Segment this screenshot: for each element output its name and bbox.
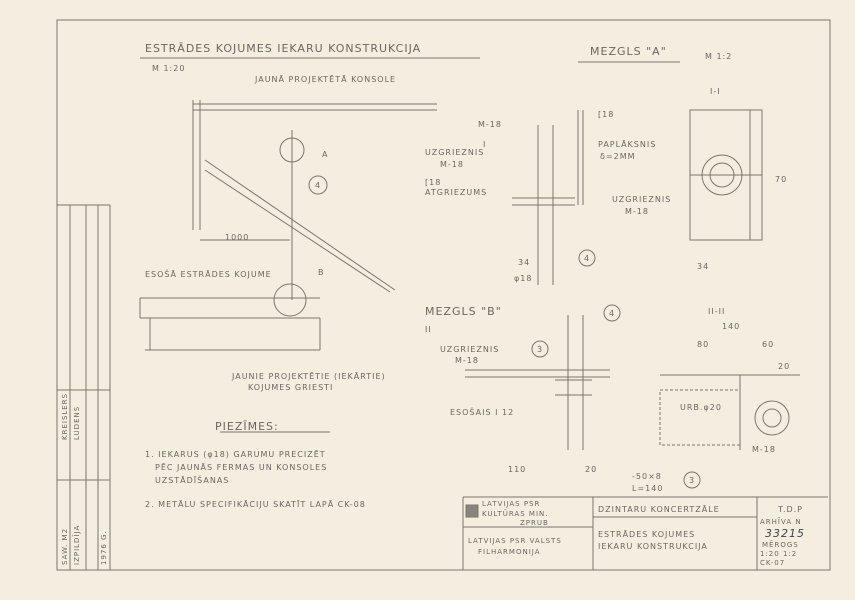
client-1: LATVIJAS PSR VALSTS: [468, 537, 562, 545]
node-b-title: MEZGLS "B": [425, 305, 502, 318]
dim-1000: 1000: [225, 233, 250, 242]
side-name-2: LUDENS: [73, 405, 81, 440]
side-name-1: KREISLERS: [61, 392, 69, 440]
nut-label: UZGRIEZNIS: [425, 148, 485, 157]
note-1: 1. IEKARUS (φ18) GARUMU PRECIZĒT: [145, 450, 326, 459]
circle-4-a: 4: [584, 254, 591, 263]
washer-thickness: δ=2MM: [600, 152, 636, 161]
node-a-title: MEZGLS "A": [590, 45, 667, 58]
console-label: JAUNĀ PROJEKTĒTĀ KONSOLE: [255, 75, 397, 84]
dim-d18: φ18: [514, 274, 533, 283]
sheet-number: CK-07: [760, 559, 786, 567]
sheet-title-1: ESTRĀDES KOJUMES: [598, 530, 696, 539]
main-scale: M 1:20: [152, 64, 186, 73]
mark-b: B: [318, 268, 325, 277]
org-3: ZPRUB: [520, 519, 549, 527]
existing-roof-label: ESOŠĀ ESTRĀDES KOJUME: [145, 270, 272, 279]
nut-size-b: M-18: [455, 356, 479, 365]
scale-label: MĒROGS: [762, 541, 799, 549]
nut-label-2: UZGRIEZNIS: [612, 195, 672, 204]
circle-4: 4: [315, 181, 322, 190]
cut-label-2: ATGRIEZUMS: [425, 188, 488, 197]
client-2: FILHARMONIJA: [478, 548, 541, 556]
dim-20: 20: [585, 465, 598, 474]
side-row-1: SAW. M2: [61, 527, 69, 565]
plate-label: -50×8: [632, 472, 662, 481]
label-m18: M-18: [478, 120, 502, 129]
mark-a: A: [322, 150, 329, 159]
circle-3b: 3: [689, 476, 696, 485]
dim-70: 70: [775, 175, 788, 184]
org-2: KULTŪRAS MIN.: [482, 510, 549, 518]
bolt-label: M-18: [752, 445, 776, 454]
stage: T.D.P: [778, 505, 804, 514]
nut-size: M-18: [440, 160, 464, 169]
new-ceiling-label: JAUNIE PROJEKTĒTIE (IEKĀRTIE): [232, 372, 386, 381]
nut-size-2: M-18: [625, 207, 649, 216]
dim-20b: 20: [778, 362, 791, 371]
beam-label: ESOŠAIS I 12: [450, 408, 515, 417]
section-1: I-I: [710, 87, 721, 96]
note-2: 2. METĀLU SPECIFIKĀCIJU SKATĪT LAPĀ CK-0…: [145, 500, 366, 509]
note-1c: UZSTĀDĪŠANAS: [155, 476, 230, 485]
notes-heading: PIEZĪMES:: [215, 420, 279, 433]
side-row-2: IZPILDĪJA: [73, 524, 81, 565]
main-title: ESTRĀDES KOJUMES IEKARU KONSTRUKCIJA: [145, 42, 422, 55]
dim-140: 140: [722, 322, 741, 331]
dim-34b: 34: [697, 262, 710, 271]
new-ceiling-label-2: KOJUMES GRIESTI: [248, 383, 334, 392]
side-date: 1976 G.: [100, 530, 108, 565]
sheet-title-2: IEKARU KONSTRUKCIJA: [598, 542, 708, 551]
section-mark-1: I: [483, 140, 487, 149]
project-name: DZINTARU KONCERTZĀLE: [598, 505, 720, 514]
archive-number: 33215: [765, 527, 805, 540]
dim-110: 110: [508, 465, 527, 474]
scales: 1:20 1:2: [760, 550, 798, 558]
label-c18: [18: [598, 110, 615, 119]
cut-label: [18: [425, 178, 442, 187]
drill-label: URB.φ20: [680, 403, 722, 412]
org-1: LATVIJAS PSR: [482, 500, 541, 508]
circle-4-b: 4: [609, 309, 616, 318]
node-a-scale: M 1:2: [705, 52, 733, 61]
section-mark-2: II: [425, 325, 432, 334]
nut-label-b: UZGRIEZNIS: [440, 345, 500, 354]
dim-60: 60: [762, 340, 775, 349]
archive-label: ARHĪVA N: [760, 518, 802, 526]
note-1b: PĒC JAUNĀS FERMAS UN KONSOLES: [155, 463, 328, 472]
dim-80: 80: [697, 340, 710, 349]
plate-length: L=140: [632, 484, 664, 493]
dim-34: 34: [518, 258, 531, 267]
washer-label: PAPLĀKSNIS: [598, 140, 657, 149]
circle-3: 3: [537, 345, 544, 354]
section-2: II-II: [708, 307, 726, 316]
